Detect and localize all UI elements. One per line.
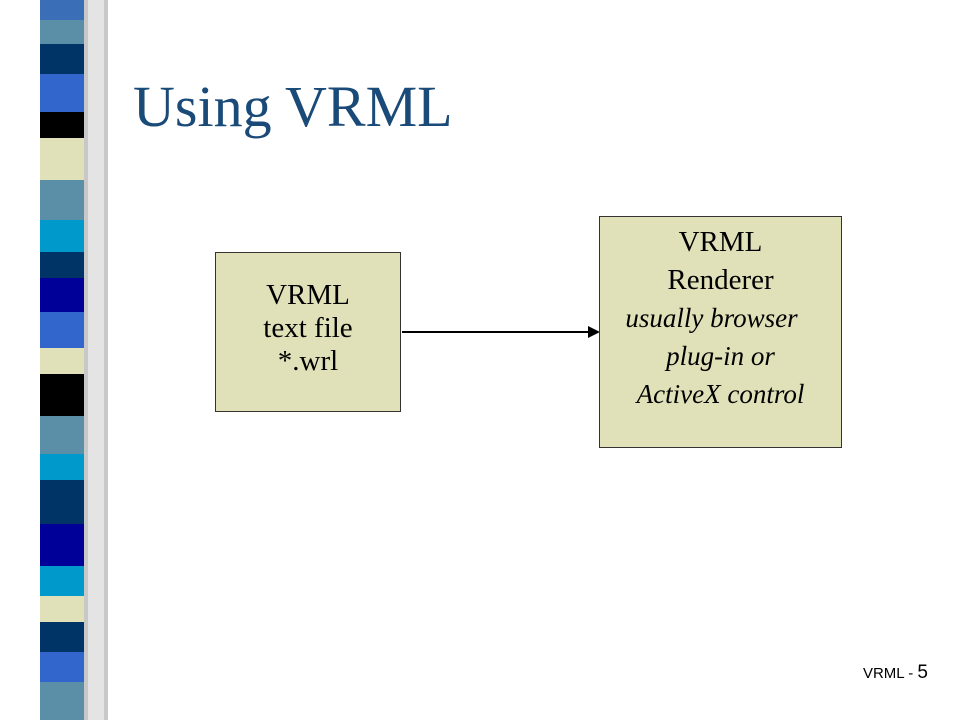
box-line: Renderer — [667, 264, 774, 296]
strip-block — [40, 138, 84, 180]
footer-label: VRML - — [862, 665, 918, 682]
strip-blocks — [40, 0, 84, 720]
flow-arrow — [402, 326, 600, 338]
strip-block — [40, 596, 84, 622]
vrml-renderer-box: VRML Renderer usually browser plug-in or… — [599, 216, 842, 448]
strip-block — [40, 454, 84, 480]
strip-block — [40, 252, 84, 278]
strip-block — [40, 374, 84, 416]
strip-block — [40, 416, 84, 454]
strip-block — [40, 220, 84, 252]
decorative-side-strip — [40, 0, 108, 720]
strip-block — [40, 566, 84, 596]
strip-block — [40, 180, 84, 220]
slide-footer: VRML - 5 — [863, 662, 928, 684]
strip-block — [40, 480, 84, 524]
box-line-italic: usually browser — [625, 303, 798, 333]
strip-block — [40, 44, 84, 74]
strip-block — [40, 20, 84, 44]
strip-block — [40, 312, 84, 348]
strip-block — [40, 524, 84, 566]
strip-shadow-light — [88, 0, 104, 720]
strip-block — [40, 348, 84, 374]
slide-title: Using VRML — [133, 74, 453, 139]
strip-block — [40, 652, 84, 682]
arrow-head — [588, 326, 600, 338]
strip-block — [40, 622, 84, 652]
box-line-italic: plug-in or — [666, 341, 775, 371]
box-line: text file — [263, 312, 353, 344]
strip-block — [40, 682, 84, 720]
strip-block — [40, 74, 84, 112]
box-line: VRML — [678, 226, 763, 258]
box-line-italic: ActiveX control — [636, 379, 805, 409]
box-line: VRML — [266, 279, 350, 311]
strip-block — [40, 112, 84, 138]
box-line: *.wrl — [277, 345, 339, 377]
vrml-text-file-box: VRML text file *.wrl — [215, 252, 401, 412]
strip-block — [40, 278, 84, 312]
page-number: 5 — [917, 662, 928, 683]
strip-block — [40, 0, 84, 20]
